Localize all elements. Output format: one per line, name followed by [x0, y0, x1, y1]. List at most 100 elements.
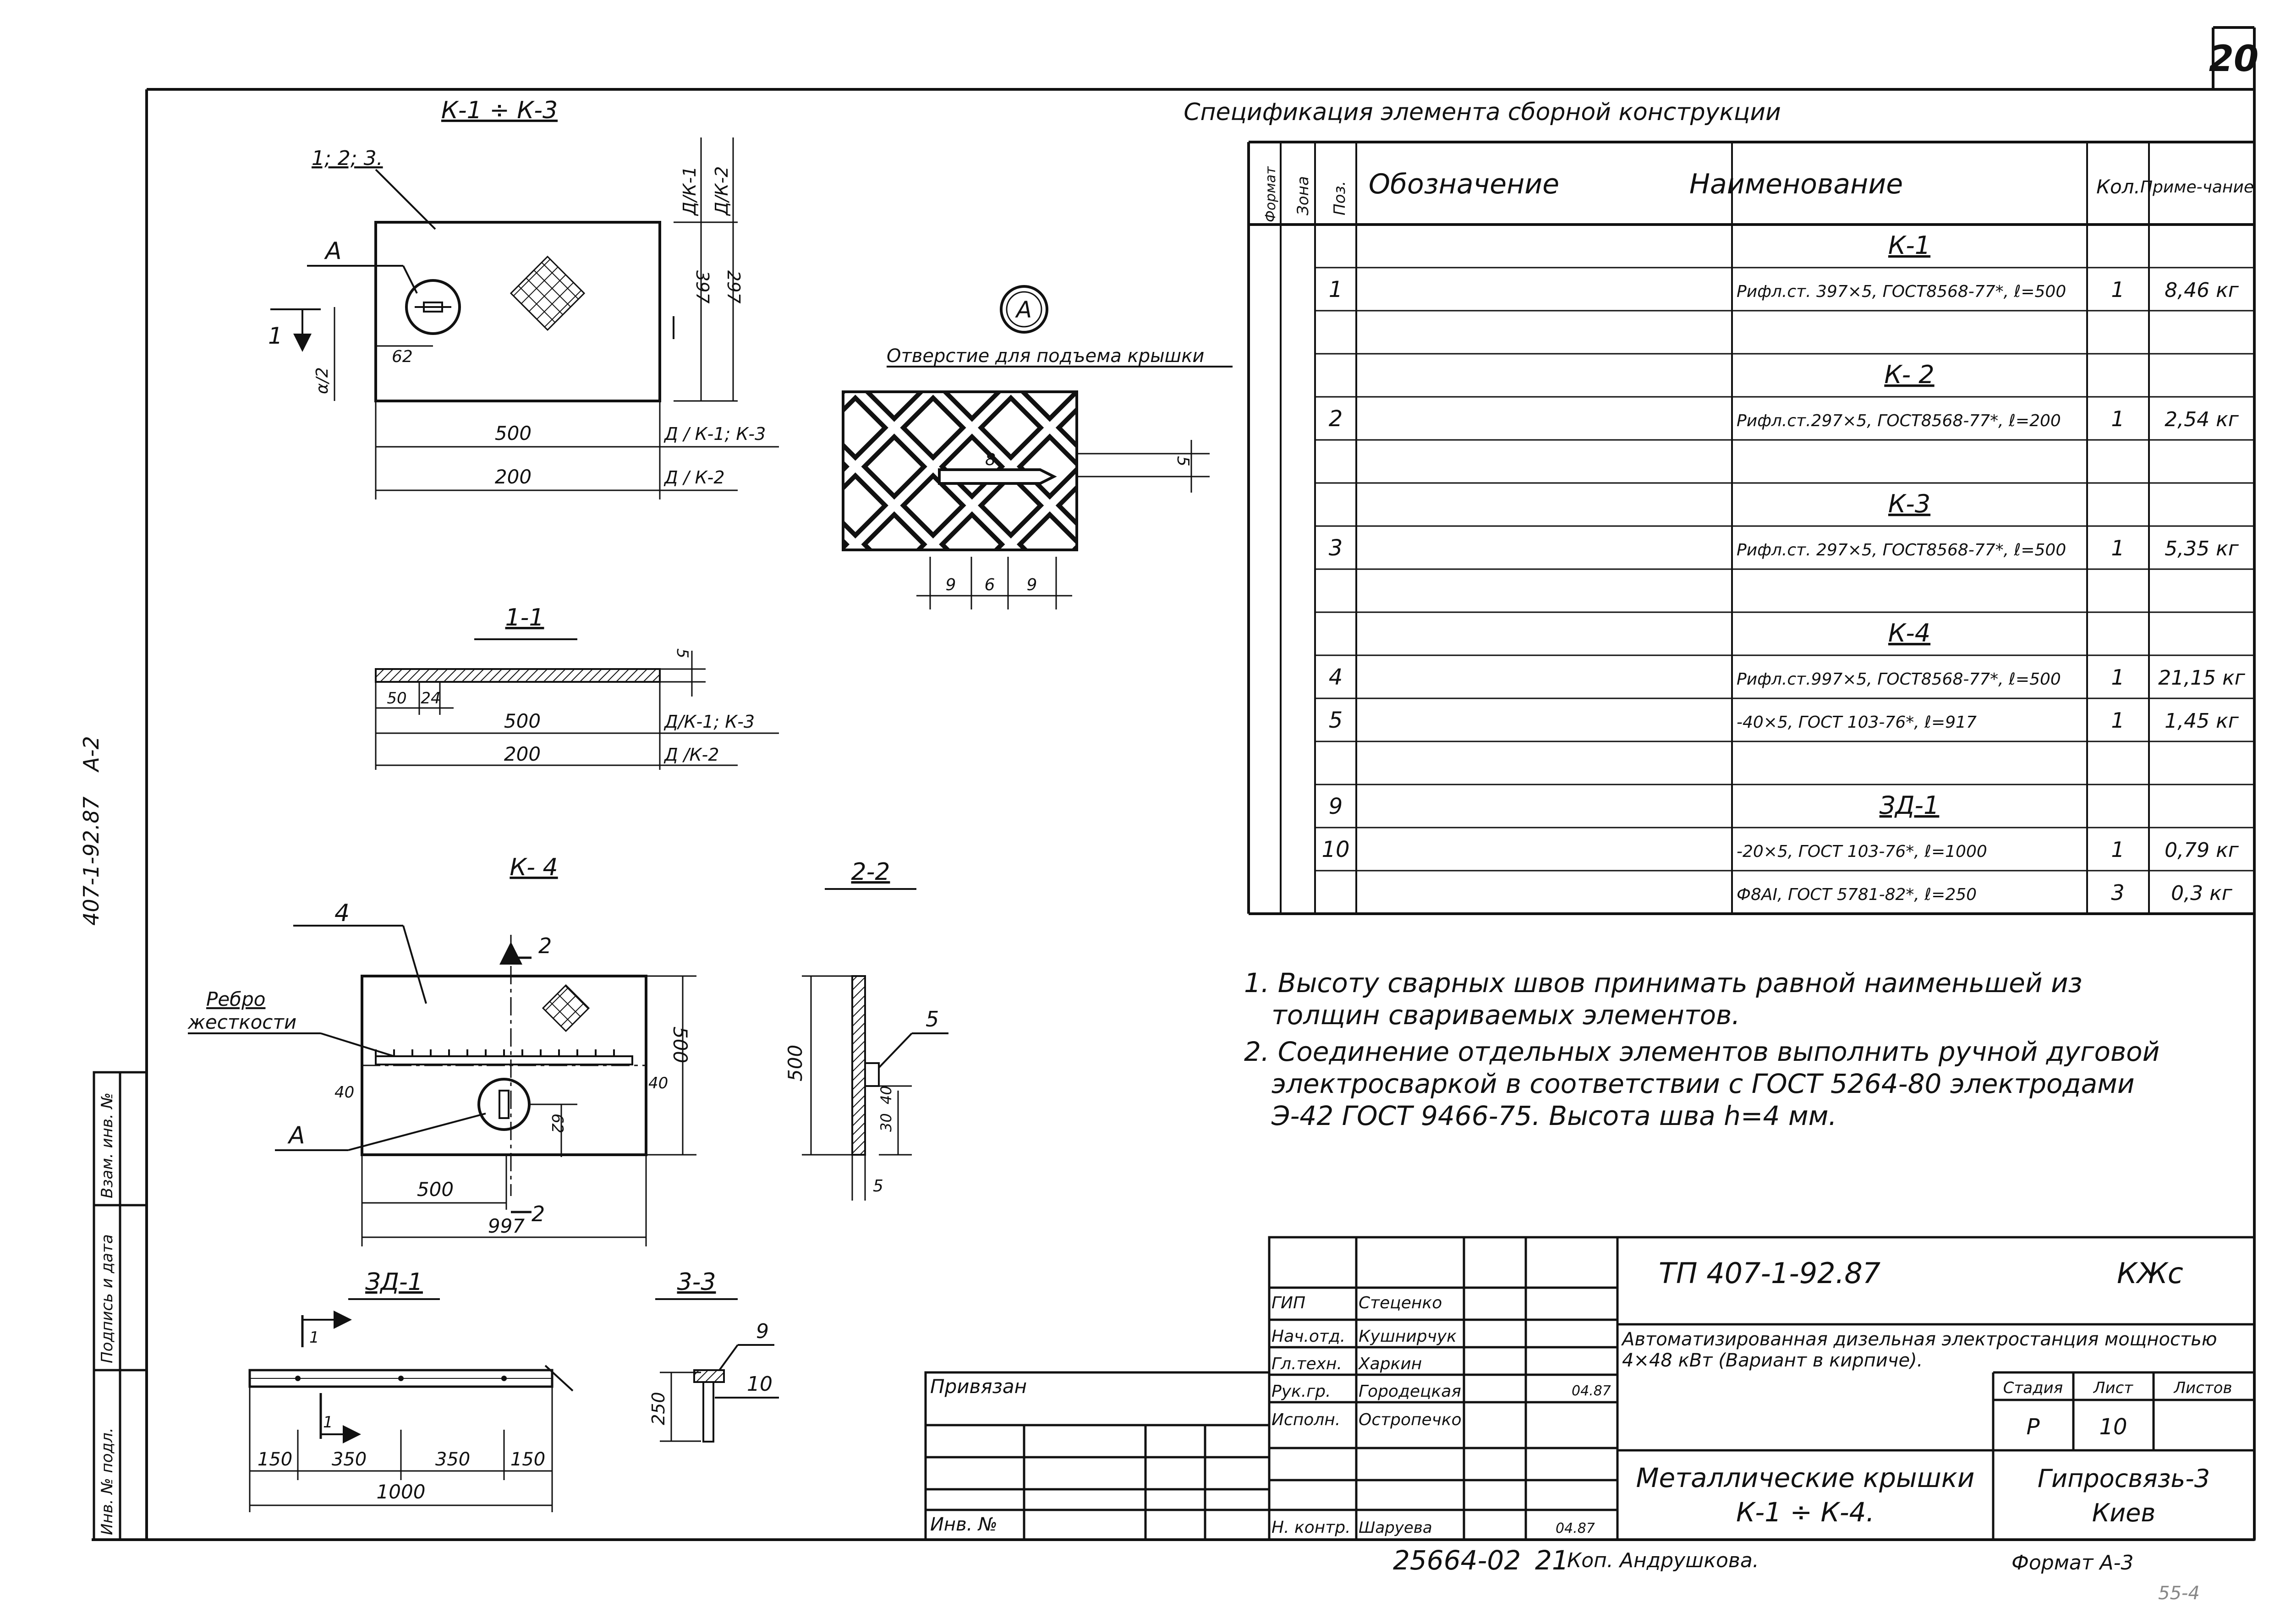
stage-header: Стадия	[2003, 1379, 2063, 1397]
k4-dim-62: 62	[548, 1114, 566, 1133]
k4-rib-label-1: Ребро	[206, 988, 265, 1010]
sheet-header: Лист	[2093, 1379, 2133, 1397]
detail-a-title: Отверстие для подъема крышки	[887, 346, 1204, 367]
stamp-vzam-inv: Взам. инв. №	[98, 1092, 116, 1198]
view-zd1-title: ЗД-1	[365, 1268, 423, 1296]
k1-k3-side-label-2: Д/К-2	[712, 166, 732, 216]
k4-dim-997: 997	[488, 1215, 525, 1237]
spec-row-qty: 1	[2111, 665, 2124, 690]
detail-a-dim-5: 5	[1173, 456, 1192, 466]
role-name: Харкин	[1358, 1355, 1422, 1373]
spec-table-rows: К-1 1 Рифл.ст. 397×5, ГОСТ8568-77*, ℓ=500 1…	[1321, 231, 2245, 905]
note-line-3: 2. Соединение отдельных элементов выполн…	[1244, 1036, 2159, 1067]
section-3-3-title: 3-3	[677, 1268, 716, 1296]
role-name: Остропечко	[1359, 1410, 1462, 1429]
section-3-3-pos-9: 9	[756, 1320, 769, 1343]
spec-row-qty: 1	[2111, 708, 2124, 733]
spec-table-title: Спецификация элемента сборной конструкци…	[1184, 99, 1781, 126]
norm-control-name: Шаруева	[1359, 1519, 1432, 1537]
page-number: 20	[2209, 38, 2259, 80]
spec-row-pos: 9	[1329, 794, 1343, 819]
role-title: Рук.гр.	[1272, 1382, 1331, 1401]
spec-row-pos: 4	[1329, 664, 1343, 690]
spec-row-note: 1,45 кг	[2165, 709, 2239, 733]
note-line-5: Э-42 ГОСТ 9466-75. Высота шва h=4 мм.	[1271, 1100, 1837, 1131]
section-1-1-dim-24: 24	[421, 689, 440, 708]
k4-section-mark-top: 2	[538, 933, 552, 958]
note-line-1: 1. Высоту сварных швов принимать равной …	[1244, 967, 2083, 999]
k1-k3-dim-62: 62	[392, 347, 413, 366]
detail-a-dim-9a: 9	[946, 576, 956, 594]
section-3-3-dim-250: 250	[648, 1392, 669, 1425]
k4-dim-500-bottom: 500	[417, 1178, 454, 1201]
section-2-2-dim-40: 40	[877, 1086, 895, 1104]
section-1-1-dim-50: 50	[387, 689, 406, 708]
spec-table-grid	[1247, 141, 2256, 915]
drawing-mark: КЖс	[2117, 1256, 2183, 1290]
role-name: Кушнирчук	[1359, 1327, 1457, 1346]
spec-row-qty: 1	[2111, 837, 2124, 862]
k4-detail-label: А	[287, 1122, 305, 1149]
spec-row-group-title: К-1	[1888, 231, 1930, 260]
k1-k3-dim-500: 500	[495, 422, 532, 444]
k1-k3-bottom-label-1: Д / К-1; К-3	[663, 424, 766, 444]
role-name: Стеценко	[1359, 1294, 1442, 1312]
archive-sheet-number: 21	[1535, 1545, 1569, 1576]
sheet-title-line-2: К-1 ÷ К-4.	[1736, 1497, 1874, 1528]
spec-header-name: Наименование	[1689, 168, 1903, 200]
spec-row-group-title: К-4	[1888, 619, 1930, 647]
role-title: Гл.техн.	[1272, 1355, 1342, 1373]
k4-dim-40-left: 40	[334, 1083, 354, 1102]
spec-row-name: Рифл.ст.997×5, ГОСТ8568-77*, ℓ=500	[1737, 670, 2061, 689]
spec-row-pos: 3	[1329, 535, 1343, 561]
section-1-1-label-1: Д/К-1; К-3	[663, 712, 755, 732]
section-3-3-pos-10: 10	[747, 1372, 773, 1396]
section-3-3: 3-3 250 9 10	[648, 1268, 779, 1443]
spec-row-name: -20×5, ГОСТ 103-76*, ℓ=1000	[1737, 842, 1987, 861]
k4-position-label: 4	[334, 900, 350, 927]
detail-a-dim-8: 8	[985, 450, 996, 469]
section-1-1-dim-500: 500	[504, 710, 541, 732]
view-zd1: ЗД-1 1 1 150 350 350 150 1000	[248, 1268, 574, 1512]
role-title: Нач.отд.	[1272, 1327, 1345, 1346]
note-line-4: электросваркой в соответствии с ГОСТ 526…	[1272, 1068, 2135, 1099]
spec-row-name: Ф8АI, ГОСТ 5781-82*, ℓ=250	[1737, 885, 1977, 904]
detail-a-dim-6: 6	[985, 576, 995, 594]
spec-row-pos: 2	[1329, 406, 1343, 432]
spec-row-note: 5,35 кг	[2165, 537, 2239, 560]
section-2-2-dim-5-bottom: 5	[873, 1177, 883, 1196]
copied-by: Коп. Андрушкова.	[1567, 1549, 1759, 1572]
spec-header-pos: Поз.	[1331, 181, 1349, 215]
spec-header-zone: Зона	[1294, 176, 1312, 215]
spec-header-format: Формат	[1263, 166, 1279, 222]
sheets-header: Листов	[2173, 1379, 2232, 1397]
k1-k3-side-label-1: Д/К-1	[680, 166, 700, 216]
role-title: Исполн.	[1272, 1410, 1340, 1429]
zd1-dim-350b: 350	[435, 1449, 470, 1470]
detail-a: А Отверстие для подъема крышки 8 5 9 6 9	[842, 285, 1233, 609]
spec-row-pos: 5	[1329, 708, 1343, 733]
spec-row-pos: 10	[1321, 837, 1349, 862]
k1-k3-detail-label: А	[324, 237, 342, 265]
spec-row-name: Рифл.ст.297×5, ГОСТ8568-77*, ℓ=200	[1737, 411, 2061, 430]
spec-row-note: 21,15 кг	[2158, 666, 2246, 690]
view-k1-k3: К-1 ÷ К-3 1; 2; 3. А 62 1 α/2 397 297 Д/…	[268, 97, 779, 499]
norm-control-date: 04.87	[1556, 1520, 1595, 1536]
spec-row-name: Рифл.ст. 397×5, ГОСТ8568-77*, ℓ=500	[1737, 282, 2066, 301]
project-code: ТП 407-1-92.87	[1659, 1256, 1880, 1290]
detail-a-circle-label: А	[1015, 296, 1032, 323]
norm-control-label: Н. контр.	[1272, 1518, 1351, 1537]
section-2-2-dim-500: 500	[784, 1045, 806, 1081]
view-k4: К- 4 4 Ребро жесткости А 2 2 40 40 500 6…	[187, 854, 696, 1246]
zd1-dim-350a: 350	[332, 1449, 367, 1470]
spec-row-note: 2,54 кг	[2165, 408, 2239, 431]
exec-date: 04.87	[1572, 1383, 1611, 1399]
k1-k3-bottom-label-2: Д / К-2	[663, 467, 725, 488]
section-2-2-title: 2-2	[851, 858, 890, 886]
detail-a-dim-9b: 9	[1027, 576, 1037, 594]
k1-k3-dim-397: 397	[692, 270, 713, 304]
spec-row-name: -40×5, ГОСТ 103-76*, ℓ=917	[1737, 713, 1977, 732]
section-1-1-label-2: Д /К-2	[663, 745, 719, 765]
left-stamp-strip	[93, 1071, 148, 1541]
